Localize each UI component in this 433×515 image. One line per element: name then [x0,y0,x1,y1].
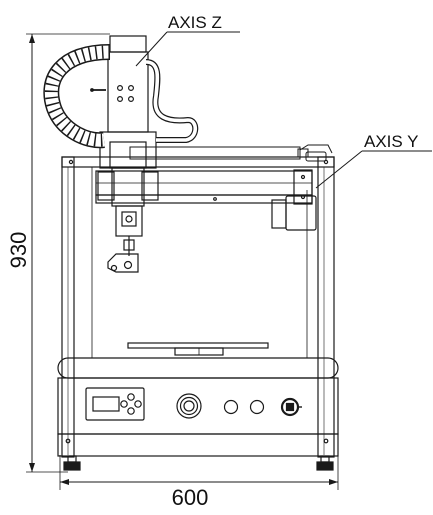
axis-z-leader [135,31,240,67]
machine-frame [61,156,335,458]
air-hose [145,59,199,143]
z-axis-column [90,35,159,273]
control-display [85,387,145,421]
power-connector-icon [176,393,202,419]
button-icon [223,399,239,415]
axis-z-label: AXIS Z [168,13,222,32]
emergency-stop-icon [280,397,302,417]
width-dimension-label: 600 [172,485,209,510]
axis-y-leader [315,150,432,189]
left-foot [63,455,81,471]
curved-cable-chain [43,44,111,149]
y-axis-rail [95,169,313,205]
width-dimension [59,455,339,490]
horizontal-cable-chain [129,144,333,162]
height-dimension-label: 930 [6,232,31,269]
work-table [127,342,269,356]
keypad-icon [120,393,142,415]
button-icon [249,399,265,415]
right-foot [316,455,334,471]
axis-y-label: AXIS Y [364,132,419,151]
y-axis-motor [271,195,317,231]
base-cabinet [57,357,339,457]
height-dimension [26,33,110,473]
